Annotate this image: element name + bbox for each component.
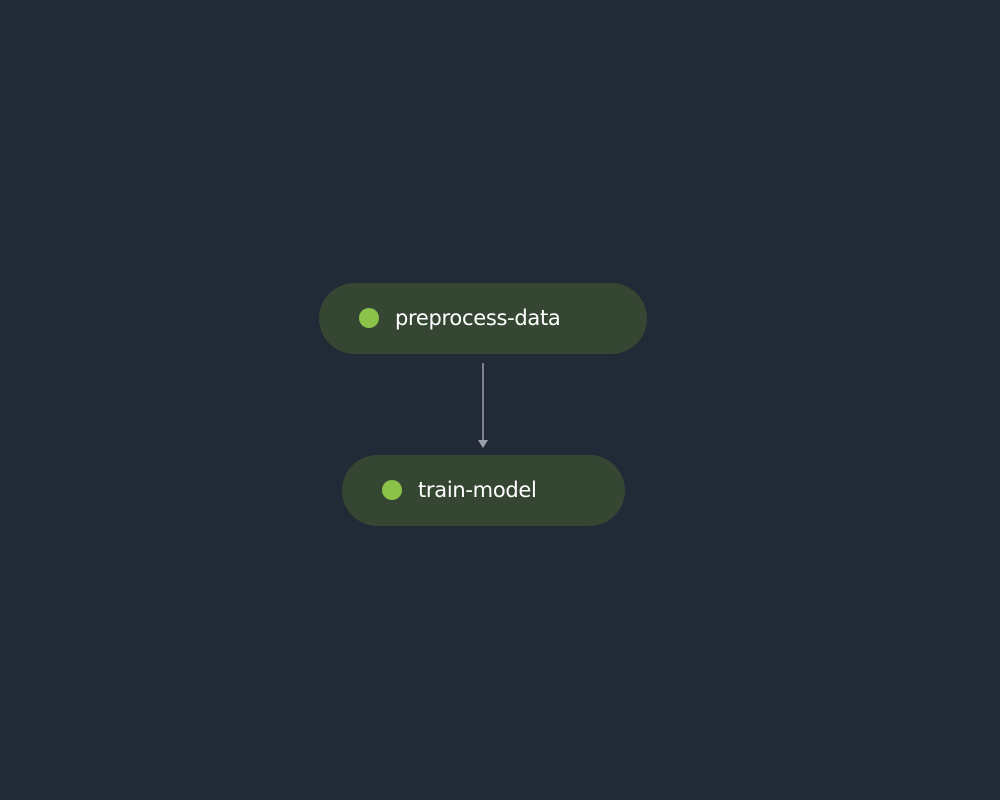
node-label: preprocess-data xyxy=(395,306,561,330)
edge-arrowhead xyxy=(478,440,488,448)
node-preprocess-data[interactable]: preprocess-data xyxy=(319,283,647,354)
status-success-icon xyxy=(359,308,379,328)
status-success-icon xyxy=(382,480,402,500)
node-train-model[interactable]: train-model xyxy=(342,455,625,526)
node-label: train-model xyxy=(418,478,537,502)
